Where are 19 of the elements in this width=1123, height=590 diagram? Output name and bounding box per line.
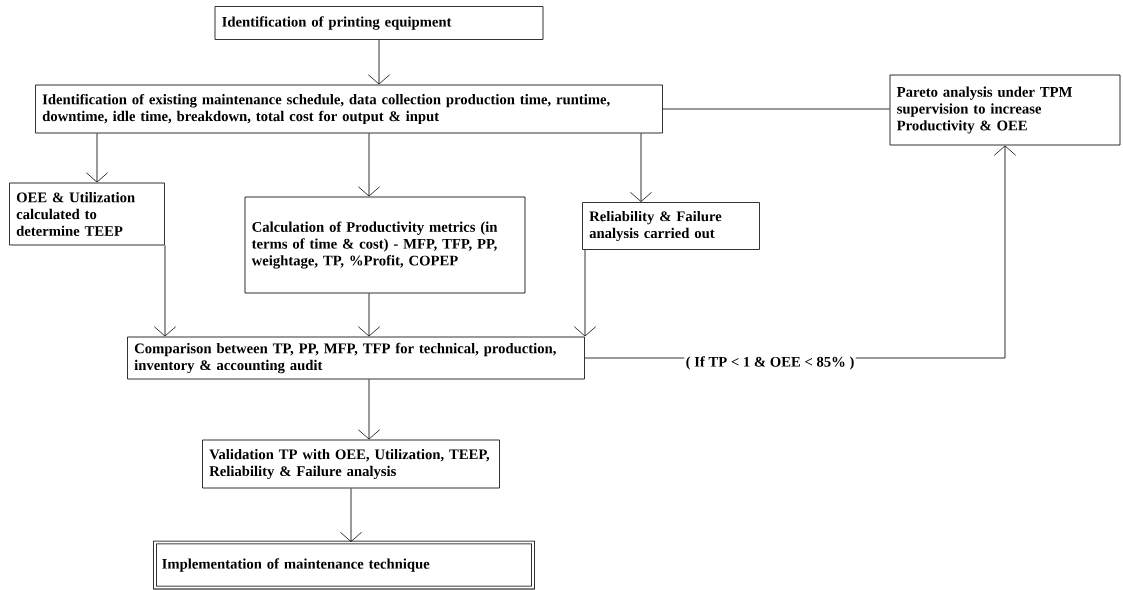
process-box: Reliability & Failure analysis carried out — [582, 202, 760, 250]
arrow — [367, 39, 391, 85]
process-box: Pareto analysis under TPM supervision to increase Productivity & OEE — [889, 74, 1121, 146]
arrow — [339, 488, 363, 542]
process-box: Calculation of Productivity metrics (in terms of time & cost) - MFP, TFP, PP, weightage, TP, %Profit, COPEP — [244, 196, 526, 294]
process-box: Validation TP with OEE, Utilization, TEEP, Reliability & Failure analysis — [202, 439, 500, 489]
process-box: Implementation of maintenance technique — [153, 540, 535, 590]
process-box: Identification of printing equipment — [214, 6, 544, 40]
process-box: OEE & Utilization calculated to determine TEEP — [9, 182, 165, 246]
arrow — [85, 133, 109, 183]
process-box: Identification of existing maintenance schedule, data collection production time, runtime, downtime, idle time, breakdown, total cost for output & input — [35, 84, 663, 134]
arrow — [357, 133, 381, 197]
edge-label: ( If TP < 1 & OEE < 85% ) — [684, 354, 856, 372]
arrow — [357, 293, 381, 337]
arrow — [629, 133, 653, 202]
arrow — [357, 379, 381, 440]
process-box: Comparison between TP, PP, MFP, TFP for technical, production, inventory & accounting audit — [127, 336, 585, 380]
arrow — [573, 249, 597, 337]
arrow — [153, 245, 177, 337]
